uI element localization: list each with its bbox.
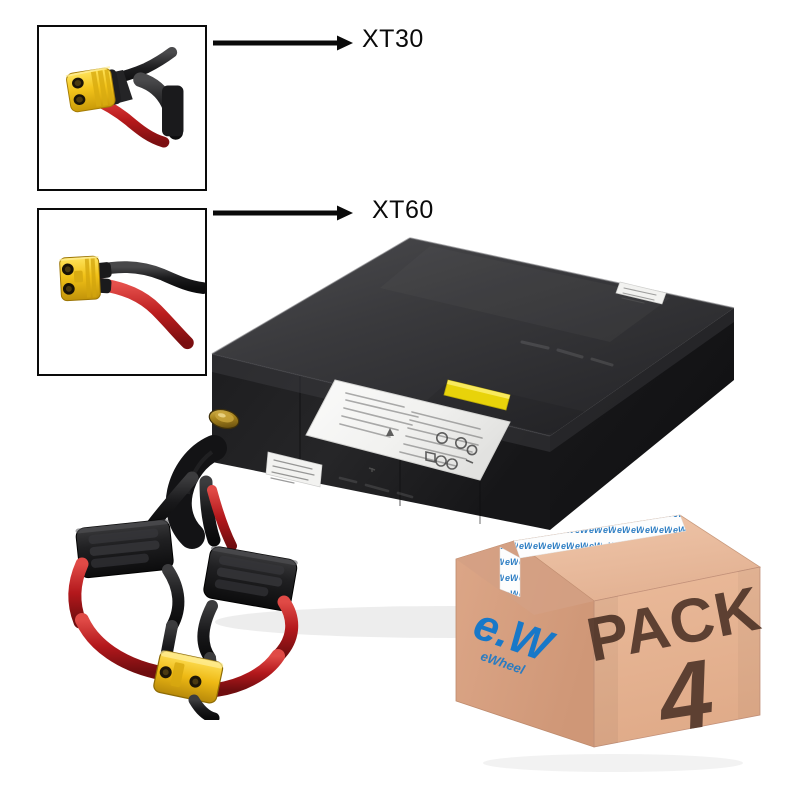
- fuse-holder-right: [203, 545, 298, 612]
- battery-yellow-sticker: [443, 379, 511, 411]
- output-cable-harness: [60, 460, 350, 720]
- callout-box-xt30: [37, 25, 207, 191]
- recycle-mark: [435, 432, 448, 445]
- packing-tape-top: [513, 514, 687, 559]
- battery-spec-label: [305, 379, 511, 481]
- fuse-holder-left: [75, 519, 174, 579]
- harness-xt60-connector: [153, 650, 224, 704]
- battery-serial-sticker-top: [615, 281, 667, 305]
- weee-mark: [454, 437, 467, 450]
- ce-mark-c: [435, 455, 447, 467]
- battery-terminal-stud: [208, 408, 240, 430]
- callout-label-xt30: XT30: [362, 25, 424, 53]
- rohs-mark: [425, 451, 436, 463]
- leader-arrow-xt60: [213, 200, 353, 226]
- xt30-connector-photo: [39, 27, 205, 189]
- mark-dash: [465, 459, 474, 464]
- packing-tape-corner: [499, 546, 521, 598]
- xt60-connector-photo: [39, 210, 205, 374]
- battery-serial-sticker-front: [265, 451, 323, 488]
- arrow-mark: [466, 444, 478, 456]
- battery-pack: [150, 230, 750, 650]
- callout-box-xt60: [37, 208, 207, 376]
- ce-mark-e: [446, 458, 458, 470]
- shipping-box: eW e.W eWheel: [448, 505, 768, 773]
- callout-label-xt60: XT60: [372, 196, 434, 224]
- leader-arrow-xt30: [213, 30, 353, 56]
